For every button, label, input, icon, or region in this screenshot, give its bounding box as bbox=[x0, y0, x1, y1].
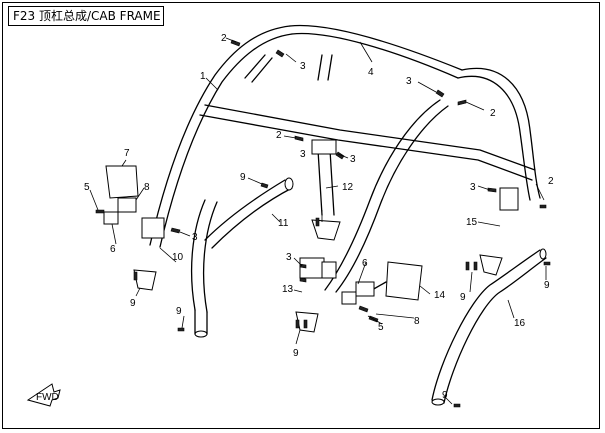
callout-9: 9 bbox=[544, 280, 550, 291]
callout-15: 15 bbox=[466, 217, 478, 228]
callout-9: 9 bbox=[176, 306, 182, 317]
callout-3: 3 bbox=[350, 154, 356, 165]
callout-5: 5 bbox=[84, 182, 90, 193]
callout-9: 9 bbox=[293, 348, 299, 359]
callout-3: 3 bbox=[470, 182, 476, 193]
callout-14: 14 bbox=[434, 290, 446, 301]
callout-6: 6 bbox=[362, 258, 368, 269]
callout-3: 3 bbox=[300, 61, 306, 72]
callout-2: 2 bbox=[276, 130, 282, 141]
callout-11: 11 bbox=[278, 218, 289, 229]
bracket-part-10 bbox=[133, 217, 165, 291]
diagram-frame bbox=[2, 2, 600, 429]
callout-2: 2 bbox=[548, 176, 554, 187]
callout-2: 2 bbox=[490, 108, 496, 119]
callout-numbers: 1 2 3 4 3 2 2 3 7 9 12 5 8 11 3 2 15 3 6… bbox=[84, 33, 554, 401]
tube-part-16 bbox=[431, 248, 547, 406]
callout-3: 3 bbox=[406, 76, 412, 87]
callout-12: 12 bbox=[342, 182, 354, 193]
callout-3: 3 bbox=[300, 149, 306, 160]
callout-9: 9 bbox=[130, 298, 136, 309]
fwd-label: FWD bbox=[36, 392, 59, 403]
callout-3: 3 bbox=[286, 252, 292, 263]
bracket-part-13 bbox=[295, 257, 325, 333]
tube-part-11 bbox=[204, 177, 294, 249]
diagram-title: F23 顶杠总成/CAB FRAME bbox=[8, 6, 164, 26]
leader-lines bbox=[89, 37, 547, 405]
callout-13: 13 bbox=[282, 284, 294, 295]
callout-2: 2 bbox=[221, 33, 227, 44]
callout-9: 9 bbox=[240, 172, 246, 183]
callout-16: 16 bbox=[514, 318, 526, 329]
clamp-parts bbox=[103, 197, 375, 305]
callout-4: 4 bbox=[368, 67, 374, 78]
fwd-arrow: FWD bbox=[26, 383, 61, 407]
callout-7: 7 bbox=[124, 148, 130, 159]
callout-8: 8 bbox=[144, 182, 150, 193]
bracket-part-15 bbox=[479, 187, 519, 276]
callout-10: 10 bbox=[172, 252, 184, 263]
mirror-part-14 bbox=[371, 261, 423, 301]
callout-3: 3 bbox=[192, 232, 198, 243]
callout-8: 8 bbox=[414, 316, 420, 327]
roll-cage-main bbox=[149, 24, 541, 338]
callout-6: 6 bbox=[110, 244, 116, 255]
callout-9: 9 bbox=[460, 292, 466, 303]
callout-5: 5 bbox=[378, 322, 384, 333]
callout-1: 1 bbox=[200, 71, 206, 82]
callout-9: 9 bbox=[442, 390, 448, 401]
